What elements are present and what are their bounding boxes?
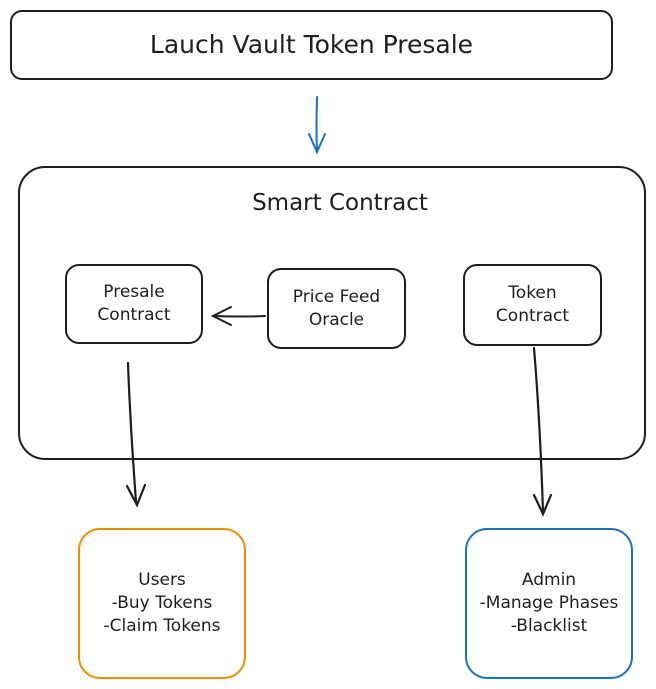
arrow-oracle-to-presale <box>210 306 266 326</box>
users-box: Users -Buy Tokens -Claim Tokens <box>78 528 246 679</box>
admin-box: Admin -Manage Phases -Blacklist <box>465 528 633 679</box>
arrow-presale-to-users <box>125 361 147 508</box>
presale-contract-box: Presale Contract <box>65 264 203 344</box>
arrow-title-to-contract <box>308 96 326 155</box>
price-feed-oracle-label: Price Feed Oracle <box>292 286 381 330</box>
presale-contract-label: Presale Contract <box>97 282 171 325</box>
title-box: Lauch Vault Token Presale <box>10 10 613 80</box>
title-label: Lauch Vault Token Presale <box>149 30 474 60</box>
arrow-token-to-admin <box>532 346 553 517</box>
smart-contract-frame <box>18 166 646 460</box>
users-label: Users -Buy Tokens -Claim Tokens <box>103 570 221 636</box>
token-contract-label: Token Contract <box>495 283 570 326</box>
admin-label: Admin -Manage Phases -Blacklist <box>479 570 619 636</box>
price-feed-oracle-box: Price Feed Oracle <box>267 268 406 349</box>
smart-contract-title: Smart Contract <box>252 190 428 216</box>
token-contract-box: Token Contract <box>463 264 602 346</box>
